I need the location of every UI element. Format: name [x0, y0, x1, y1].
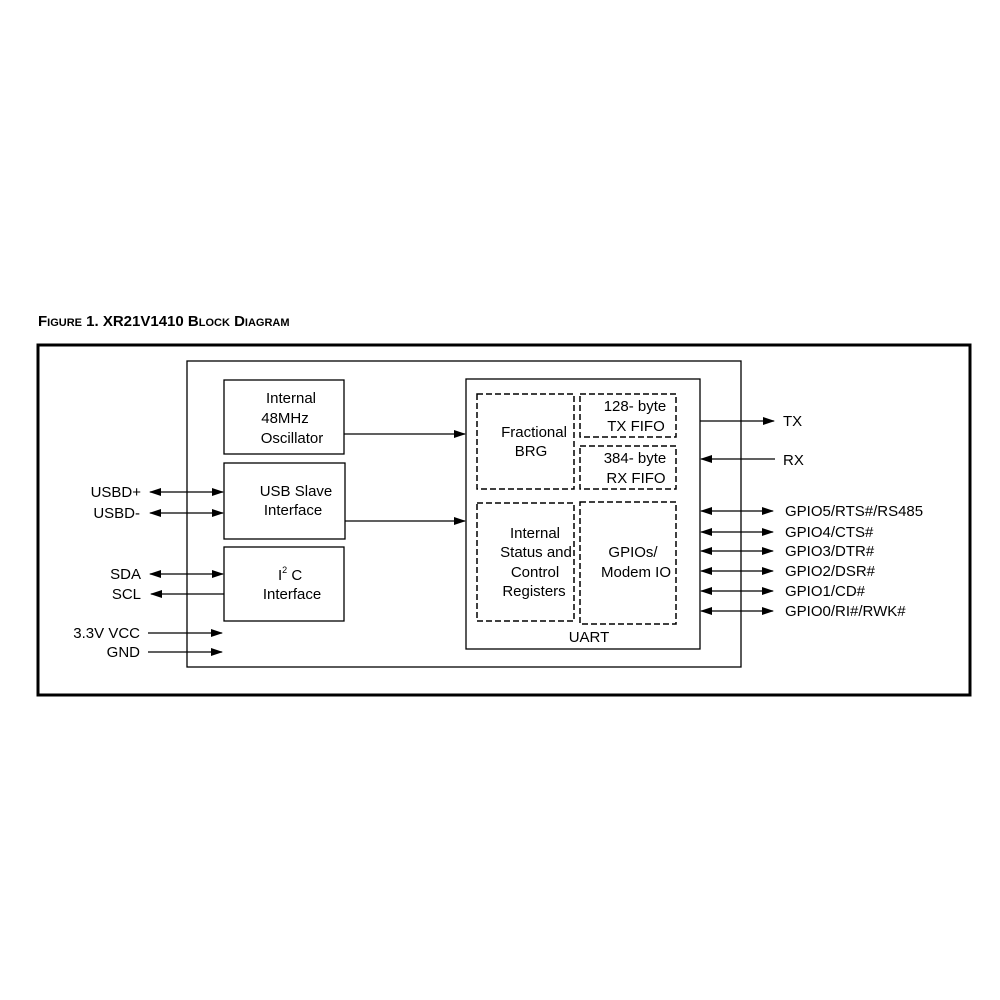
registers-label-1: Internal	[510, 525, 560, 542]
usb-slave-block: USB Slave Interface	[223, 462, 346, 540]
usbd-plus-label: USBD+	[91, 484, 142, 501]
i2c-block: I2 C Interface	[223, 546, 345, 622]
outer-frame	[36, 343, 972, 697]
gpio-label: GPIO1/CD#	[785, 583, 866, 600]
gpio-label: GPIO4/CTS#	[785, 524, 874, 541]
gpio-label: GPIO5/RTS#/RS485	[785, 503, 923, 520]
uart-block: UART Fractional BRG 128- byte TX FIFO 38…	[465, 378, 701, 650]
usbd-minus-label: USBD-	[93, 505, 140, 522]
oscillator-label-2: 48MHz	[261, 410, 309, 427]
tx-fifo-label-1: 128- byte	[604, 398, 667, 415]
rx-fifo-label-1: 384- byte	[604, 450, 667, 467]
brg-label-1: Fractional	[501, 424, 567, 441]
uart-label: UART	[569, 629, 610, 646]
registers-block	[476, 502, 575, 622]
gpios-label-2: Modem IO	[601, 564, 671, 581]
vcc-label: 3.3V VCC	[73, 625, 140, 642]
tx-fifo-block	[579, 393, 677, 438]
gpios-block	[579, 501, 677, 625]
usb-label-1: USB Slave	[260, 483, 333, 500]
sda-label: SDA	[110, 566, 141, 583]
gpio-label: GPIO2/DSR#	[785, 563, 876, 580]
gpio-label: GPIO3/DTR#	[785, 543, 875, 560]
rx-label: RX	[783, 452, 804, 469]
oscillator-label-3: Oscillator	[261, 430, 324, 447]
registers-label-4: Registers	[502, 583, 565, 600]
i2c-label-1: I2 C	[278, 565, 302, 584]
usb-label-2: Interface	[264, 502, 322, 519]
brg-label-2: BRG	[515, 443, 548, 460]
gpio-label: GPIO0/RI#/RWK#	[785, 603, 906, 620]
figure-title: Figure 1. XR21V1410 Block Diagram	[38, 313, 290, 330]
registers-label-2: Status and	[500, 544, 572, 561]
oscillator-block: Internal 48MHz Oscillator	[223, 379, 345, 455]
i2c-label-2: Interface	[263, 586, 321, 603]
tx-fifo-label-2: TX FIFO	[607, 418, 665, 435]
gpios-label-1: GPIOs/	[608, 544, 658, 561]
brg-block	[476, 393, 575, 490]
tx-label: TX	[783, 413, 802, 430]
rx-fifo-block	[579, 445, 677, 490]
registers-label-3: Control	[511, 564, 559, 581]
gnd-label: GND	[107, 644, 141, 661]
oscillator-label-1: Internal	[266, 390, 316, 407]
rx-fifo-label-2: RX FIFO	[606, 470, 665, 487]
scl-label: SCL	[112, 586, 141, 603]
